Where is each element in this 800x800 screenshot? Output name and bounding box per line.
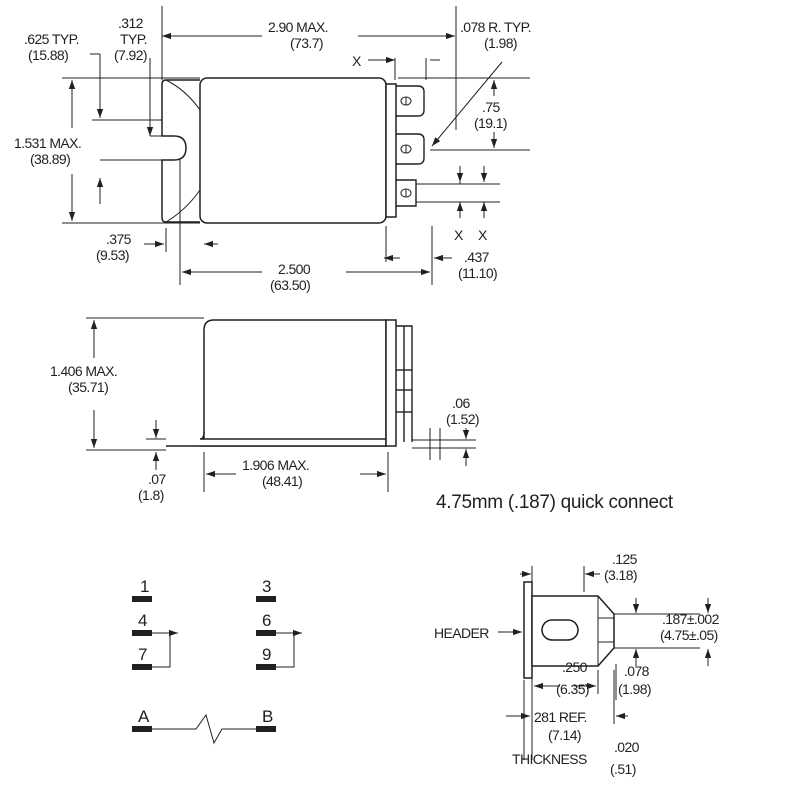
dim-1906-mm: (48.41) xyxy=(262,473,302,489)
dim-078-radius: .078 R. TYP. xyxy=(460,19,531,35)
dim-281-ref: 281 REF. xyxy=(534,709,587,725)
dim-1531-max: 1.531 MAX. xyxy=(14,135,81,151)
dim-007: .07 xyxy=(148,471,166,487)
dim-187-tol-mm: (4.75±.05) xyxy=(660,627,718,643)
dim-075: .75 xyxy=(482,99,500,115)
mounting-flange xyxy=(161,79,200,223)
dim-078-mm: (1.98) xyxy=(618,681,651,697)
pin-6-terminal xyxy=(256,630,276,636)
thickness-label: THICKNESS xyxy=(512,751,587,767)
dim-312-mm: (7.92) xyxy=(114,47,147,63)
coil-b-label: B xyxy=(262,707,273,726)
x-mark-top: X xyxy=(352,53,362,69)
dim-125: .125 xyxy=(612,551,638,567)
pin-3-label: 3 xyxy=(262,577,271,596)
dim-007-mm: (1.8) xyxy=(138,487,164,503)
dim-1406-max: 1.406 MAX. xyxy=(50,363,117,379)
side-terminals xyxy=(396,325,413,442)
dim-2500-mm: (63.50) xyxy=(270,277,310,293)
quick-connect-title: 4.75mm (.187) quick connect xyxy=(436,492,674,513)
pin-9-terminal xyxy=(256,664,276,670)
x-mark-right: X xyxy=(478,227,488,243)
dim-020: .020 xyxy=(614,739,640,755)
pin-7-terminal xyxy=(132,664,152,670)
pin-4-label: 4 xyxy=(138,611,147,630)
quick-connect-detail: .125 (3.18) HEADER .187±.002 (4.75±.05) … xyxy=(434,551,720,777)
terminal-header xyxy=(385,83,397,218)
dim-2500: 2.500 xyxy=(278,261,311,277)
pin-9-label: 9 xyxy=(262,645,271,664)
pin-7-label: 7 xyxy=(138,645,147,664)
dim-375-mm: (9.53) xyxy=(96,247,129,263)
header-label: HEADER xyxy=(434,625,489,641)
terminal-row-2 xyxy=(396,133,425,165)
dim-075-mm: (19.1) xyxy=(474,115,507,131)
dim-290-mm: (73.7) xyxy=(290,35,323,51)
dim-250-mm: (6.35) xyxy=(556,681,589,697)
coil-symbol xyxy=(152,713,256,745)
coil-a-label: A xyxy=(138,707,150,726)
dim-125-mm: (3.18) xyxy=(604,567,637,583)
header-block xyxy=(523,581,533,679)
pin-3-terminal xyxy=(256,596,276,602)
relay-body-top xyxy=(199,77,387,224)
dim-250: .250 xyxy=(562,659,588,675)
dim-1406-mm: (35.71) xyxy=(68,379,108,395)
dim-078: .078 xyxy=(624,663,650,679)
contact-schematic: 1 4 7 3 6 9 A B xyxy=(132,577,302,745)
dim-437-mm: (11.10) xyxy=(458,265,497,281)
pin-1-label: 1 xyxy=(140,577,149,596)
dim-1531-mm: (38.89) xyxy=(30,151,70,167)
dim-290-max: 2.90 MAX. xyxy=(268,19,328,35)
dim-078-radius-mm: (1.98) xyxy=(484,35,517,51)
dim-437: .437 xyxy=(464,249,490,265)
dim-312: .312 xyxy=(118,15,144,31)
dim-006-mm: (1.52) xyxy=(446,411,479,427)
x-mark-left: X xyxy=(454,227,464,243)
coil-b-terminal xyxy=(256,726,276,732)
top-view: .625 TYP. (15.88) .312 TYP. (7.92) 2.90 … xyxy=(14,6,531,293)
dim-187-tol: .187±.002 xyxy=(662,611,720,627)
relay-body-side xyxy=(195,319,387,447)
dim-006: .06 xyxy=(452,395,470,411)
pin-6-label: 6 xyxy=(262,611,271,630)
pin-4-terminal xyxy=(132,630,152,636)
terminal-row-1 xyxy=(396,85,425,117)
coil-a-terminal xyxy=(132,726,152,732)
dim-625-typ: .625 TYP. xyxy=(24,31,79,47)
dim-625-mm: (15.88) xyxy=(28,47,68,63)
dim-281-ref-mm: (7.14) xyxy=(548,727,581,743)
pin-1-terminal xyxy=(132,596,152,602)
dim-375: .375 xyxy=(106,231,132,247)
dim-312-typ: TYP. xyxy=(120,31,147,47)
dim-020-mm: (.51) xyxy=(610,761,636,777)
dim-1906-max: 1.906 MAX. xyxy=(242,457,309,473)
side-view: 1.406 MAX. (35.71) .06 (1.52) .07 (1.8) … xyxy=(50,317,480,503)
